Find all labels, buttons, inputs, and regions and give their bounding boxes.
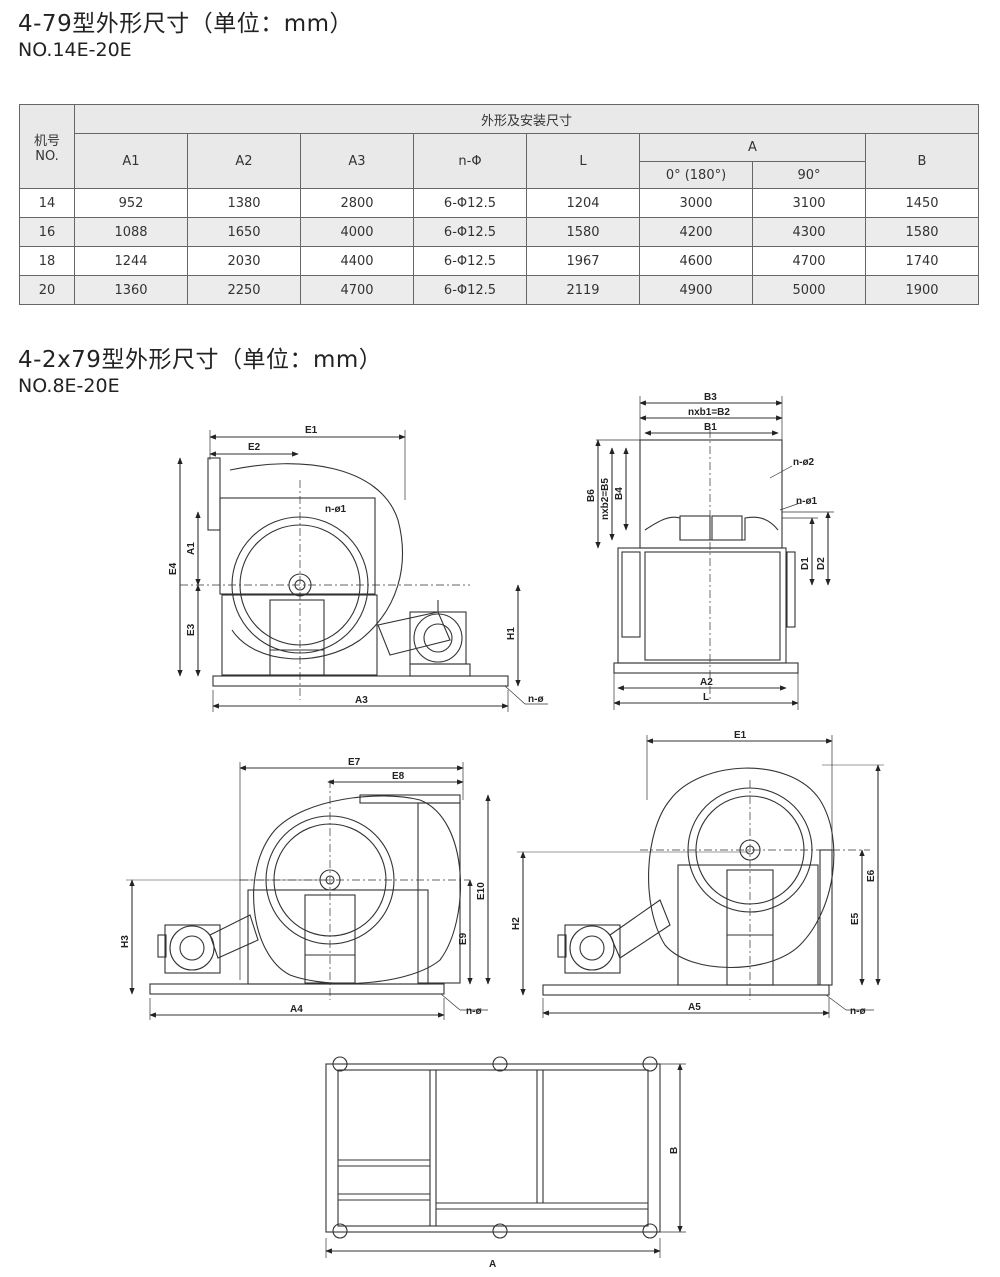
table-cell: 4900 (639, 275, 753, 305)
right-e5-label: E5 (850, 912, 861, 925)
front-a2-label: A2 (700, 677, 713, 688)
subcol-header: 0° (180°) (639, 161, 753, 189)
front-view-drawing (595, 396, 834, 710)
right-h2-label: H2 (511, 917, 522, 930)
table-cell: 1580 (526, 217, 640, 247)
side-nphi1-label: n-ø1 (325, 504, 347, 515)
table-cell: 2119 (526, 275, 640, 305)
side-e2-label: E2 (248, 442, 261, 453)
table-cell: 4300 (752, 217, 866, 247)
machine-number-header: 机号 NO. (19, 104, 75, 189)
col-header: L (526, 133, 640, 189)
col-header: n-Φ (413, 133, 527, 189)
side-h1-label: H1 (506, 627, 517, 640)
table-cell: 6-Φ12.5 (413, 217, 527, 247)
table-cell: 6-Φ12.5 (413, 275, 527, 305)
left-a4-label: A4 (290, 1004, 303, 1015)
dimension-table: 机号 NO. 外形及安装尺寸 A1 A2 A3 n-Φ L A B 0° (18… (19, 104, 979, 305)
table-cell: 1650 (187, 217, 301, 247)
front-b1-label: B1 (704, 422, 717, 433)
left-nphi-label: n-ø (466, 1006, 482, 1017)
machine-header-line1: 机号 (33, 133, 60, 149)
table-cell: 1580 (865, 217, 979, 247)
right-view-drawing (517, 735, 884, 1018)
section1-title: 4-79型外形尺寸（单位：mm） (18, 11, 354, 37)
table-cell: 1360 (74, 275, 188, 305)
base-plan-drawing (325, 1056, 686, 1258)
table-cell: 1380 (187, 188, 301, 218)
left-e8-label: E8 (392, 771, 405, 782)
machine-number-cell: 14 (19, 188, 75, 218)
side-a1-label: A1 (186, 542, 197, 555)
front-nphi1-label: n-ø1 (796, 496, 818, 507)
table-cell: 6-Φ12.5 (413, 188, 527, 218)
col-header: A1 (74, 133, 188, 189)
side-e3-label: E3 (186, 623, 197, 636)
right-e6-label: E6 (866, 869, 877, 882)
front-l-label: L (703, 692, 709, 703)
left-e9-label: E9 (458, 932, 469, 945)
table-cell: 1740 (865, 246, 979, 276)
front-b4-label: B4 (614, 487, 625, 500)
side-view-drawing (177, 430, 548, 712)
machine-number-cell: 20 (19, 275, 75, 305)
section2-subtitle: NO.8E-20E (18, 375, 120, 397)
front-b3-label: B3 (704, 392, 717, 403)
front-d2-label: D2 (816, 557, 827, 570)
table-cell: 4000 (300, 217, 414, 247)
table-cell: 1450 (865, 188, 979, 218)
group-header: 外形及安装尺寸 (74, 104, 979, 134)
table-cell: 4700 (300, 275, 414, 305)
left-e7-label: E7 (348, 757, 361, 768)
table-cell: 2030 (187, 246, 301, 276)
front-d1-label: D1 (800, 557, 811, 570)
machine-number-cell: 16 (19, 217, 75, 247)
left-view-drawing (126, 762, 491, 1020)
front-b6-label: B6 (586, 489, 597, 502)
side-a3-label: A3 (355, 695, 368, 706)
table-cell: 2250 (187, 275, 301, 305)
machine-number-cell: 18 (19, 246, 75, 276)
table-cell: 3100 (752, 188, 866, 218)
left-h3-label: H3 (120, 935, 131, 948)
base-b-label: B (669, 1147, 680, 1154)
side-e4-label: E4 (168, 562, 179, 575)
right-nphi-label: n-ø (850, 1006, 866, 1017)
base-a-label: A (489, 1259, 496, 1270)
subcol-header: 90° (752, 161, 866, 189)
table-cell: 2800 (300, 188, 414, 218)
col-header-a: A (639, 133, 866, 162)
section1-subtitle: NO.14E-20E (18, 39, 132, 61)
front-nphi2-label: n-ø2 (793, 457, 815, 468)
table-cell: 1204 (526, 188, 640, 218)
section2-title: 4-2x79型外形尺寸（单位：mm） (18, 347, 383, 373)
table-cell: 1900 (865, 275, 979, 305)
table-cell: 5000 (752, 275, 866, 305)
front-nxb2-label: nxb2=B5 (600, 478, 611, 520)
machine-header-line2: NO. (35, 148, 59, 164)
front-nxb1-label: nxb1=B2 (688, 407, 730, 418)
table-cell: 4700 (752, 246, 866, 276)
right-e1-label: E1 (734, 730, 747, 741)
side-nphi-label: n-ø (528, 694, 544, 705)
table-cell: 4400 (300, 246, 414, 276)
right-a5-label: A5 (688, 1002, 701, 1013)
col-header: A2 (187, 133, 301, 189)
left-e10-label: E10 (476, 882, 487, 900)
table-cell: 1244 (74, 246, 188, 276)
col-header: B (865, 133, 979, 189)
col-header: A3 (300, 133, 414, 189)
side-e1-label: E1 (305, 425, 318, 436)
